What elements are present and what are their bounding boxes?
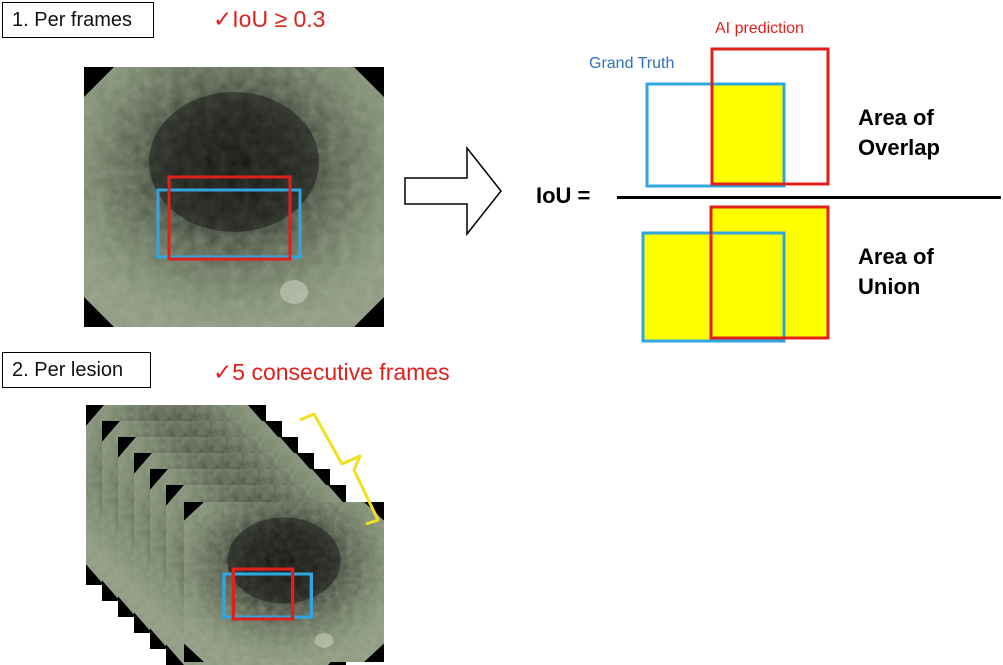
ground-truth-label: Grand Truth (589, 55, 675, 72)
section1-criterion: ✓IoU ≥ 0.3 (213, 6, 326, 32)
overlap-fill (712, 84, 784, 184)
right-arrow-icon (404, 146, 502, 236)
section2-label: 2. Per lesion (2, 352, 151, 388)
stacked-frame (118, 437, 298, 617)
overlap-diagram (645, 47, 830, 188)
union-diagram (641, 205, 830, 343)
fraction-line (617, 196, 1001, 199)
numerator-label: Area of Overlap (858, 105, 940, 160)
ground-truth-box (641, 231, 786, 343)
ai-prediction-box (709, 205, 830, 340)
ground-truth-box (645, 82, 786, 188)
ai-prediction-box (710, 47, 830, 186)
ground-truth-box (222, 572, 313, 619)
union-fill-right (711, 207, 828, 338)
iou-lhs: IoU = (536, 183, 591, 208)
ai-prediction-box (231, 567, 295, 621)
stacked-frame (86, 405, 266, 585)
denominator-label: Area of Union (858, 244, 934, 299)
stacked-frame (134, 453, 314, 633)
ai-prediction-label: AI prediction (715, 20, 804, 37)
ground-truth-box (156, 188, 302, 259)
curly-brace-icon (299, 412, 380, 526)
check-icon: ✓ (213, 6, 233, 32)
section1-label: 1. Per frames (2, 2, 154, 38)
section2-criterion: ✓5 consecutive frames (213, 359, 450, 385)
stacked-frame (102, 421, 282, 601)
ai-prediction-box (167, 175, 292, 261)
endoscopy-frame-main (84, 67, 384, 327)
check-icon: ✓ (213, 359, 233, 385)
